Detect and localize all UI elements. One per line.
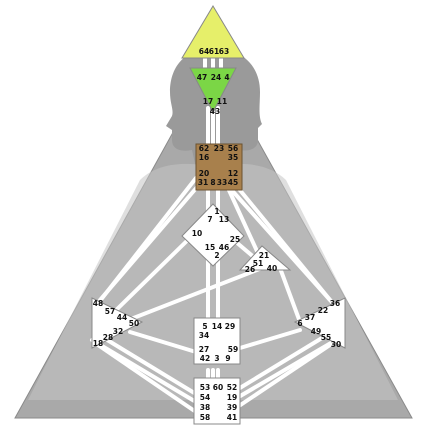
g-center [181, 203, 245, 267]
gate-label: 15 [205, 243, 215, 252]
gate-label: 40 [267, 264, 277, 273]
gate-label: 29 [225, 322, 235, 331]
gate-label: 59 [228, 345, 238, 354]
gate-label: 49 [311, 327, 321, 336]
gate-label: 37 [305, 313, 315, 322]
gate-label: 57 [105, 307, 115, 316]
gate-label: 22 [318, 306, 328, 315]
gate-label: 17 [203, 97, 213, 106]
gate-label: 12 [228, 169, 238, 178]
gate-label: 2 [214, 251, 219, 260]
gate-label: 38 [200, 403, 210, 412]
gate-label: 42 [200, 354, 210, 363]
throat-center [195, 143, 243, 191]
gate-label: 20 [199, 169, 209, 178]
gate-label: 28 [103, 333, 113, 342]
gate-label: 34 [199, 331, 209, 340]
gate-label: 36 [330, 299, 340, 308]
spleen-center [91, 297, 144, 349]
root-center [193, 377, 241, 425]
gate-label: 53 [200, 383, 210, 392]
sacral-center [193, 317, 241, 365]
gate-label: 51 [253, 259, 263, 268]
gate-label: 25 [230, 235, 240, 244]
gate-label: 56 [228, 144, 238, 153]
gate-label: 43 [210, 107, 220, 116]
gate-label: 21 [259, 251, 269, 260]
gate-label: 54 [200, 393, 210, 402]
gate-label: 26 [245, 265, 255, 274]
ajna-center [189, 67, 237, 114]
gate-label: 7 [207, 215, 212, 224]
gate-label: 6 [297, 319, 302, 328]
gate-label: 4 [224, 73, 229, 82]
gate-label: 61 [209, 47, 219, 56]
gate-label: 10 [192, 229, 202, 238]
gate-label: 23 [214, 144, 224, 153]
gate-label: 46 [219, 243, 229, 252]
gate-label: 32 [113, 327, 123, 336]
gate-label: 27 [199, 345, 209, 354]
gate-label: 31 [198, 178, 208, 187]
gate-label: 64 [199, 47, 209, 56]
gate-label: 18 [93, 339, 103, 348]
body-silhouette [28, 163, 398, 400]
gate-label: 30 [331, 340, 341, 349]
ego-center [238, 245, 292, 271]
gate-label: 50 [129, 319, 139, 328]
gate-label: 24 [211, 73, 221, 82]
solar-plexus-center [293, 297, 346, 349]
gate-label: 62 [199, 144, 209, 153]
gate-label: 33 [217, 178, 227, 187]
gate-label: 19 [227, 393, 237, 402]
gate-label: 52 [227, 383, 237, 392]
gate-label: 47 [197, 73, 207, 82]
gate-label: 48 [93, 299, 103, 308]
gate-label: 39 [227, 403, 237, 412]
gate-labels: 64 61 63 47 24 4 17 11 43 62 23 56 16 35… [93, 47, 341, 422]
gate-label: 35 [228, 153, 238, 162]
gate-label: 14 [212, 322, 222, 331]
gate-label: 1 [214, 207, 219, 216]
gate-label: 8 [210, 178, 215, 187]
gate-label: 63 [219, 47, 229, 56]
gate-label: 55 [321, 333, 331, 342]
gate-label: 5 [202, 322, 207, 331]
gate-label: 9 [225, 354, 230, 363]
gate-label: 44 [117, 313, 127, 322]
gate-label: 41 [227, 413, 237, 422]
gate-label: 16 [199, 153, 209, 162]
gate-label: 3 [214, 354, 219, 363]
gate-label: 58 [200, 413, 210, 422]
gate-label: 60 [213, 383, 223, 392]
head-center [181, 5, 245, 59]
gate-label: 11 [217, 97, 227, 106]
gate-label: 45 [228, 178, 238, 187]
channels [90, 53, 338, 414]
gate-label: 13 [219, 215, 229, 224]
